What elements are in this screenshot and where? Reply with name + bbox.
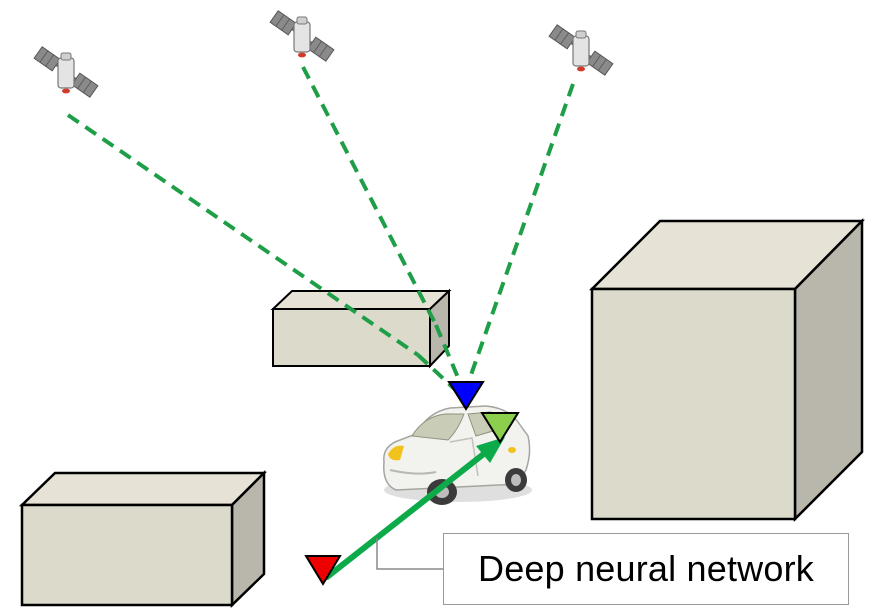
satellite-icon xyxy=(269,9,335,63)
signal-line-right xyxy=(463,83,575,393)
building-left xyxy=(18,469,268,608)
label-leader-line xyxy=(376,538,443,570)
building-right xyxy=(588,217,865,523)
dnn-label: Deep neural network xyxy=(478,548,814,589)
building-center xyxy=(270,288,452,369)
dnn-label-box: Deep neural network xyxy=(443,533,849,605)
initial-position-marker xyxy=(304,555,342,586)
receiver-position-marker xyxy=(447,381,485,411)
signal-line-middle xyxy=(301,66,438,326)
corrected-position-marker xyxy=(480,412,520,444)
satellite-icon xyxy=(548,23,614,77)
signal-line-middle-lower xyxy=(434,324,466,393)
correction-arrow xyxy=(324,437,505,580)
satellite-icon xyxy=(33,45,99,99)
signal-line-left xyxy=(66,113,420,357)
